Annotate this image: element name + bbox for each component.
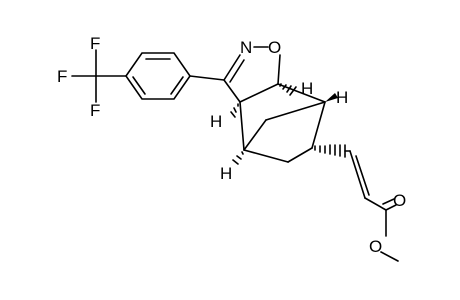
bond-vinyl-carbonyl — [364, 197, 387, 211]
hashed-bond-c3a-h — [230, 103, 239, 118]
benzene-inner-double-2 — [170, 76, 184, 95]
bond-carbonyl-double-a — [385, 204, 397, 211]
atom-label-f2: F — [57, 67, 67, 86]
benzene-hexagon — [125, 52, 191, 100]
bond-c4-c5 — [243, 149, 289, 163]
methyl-acrylate-chain: O O — [314, 144, 406, 262]
isoxazoline-ring: N O — [223, 38, 281, 103]
atom-label-o-ring: O — [268, 38, 281, 57]
bond-c3-n-double-b — [229, 59, 245, 83]
bond-c3-n-double-a — [223, 54, 241, 81]
atom-label-o-carbonyl: O — [393, 191, 406, 210]
bond-c6-c7 — [311, 101, 326, 149]
atom-label-f1: F — [90, 34, 100, 53]
bicyclic-cage — [239, 83, 326, 163]
bond-o-c7a — [277, 54, 281, 85]
atom-label-f3: F — [90, 101, 100, 120]
bond-oester-methyl — [380, 251, 399, 262]
bond-aryl-c3 — [189, 75, 225, 81]
wedge-bond-c7-h — [325, 93, 338, 102]
benzene-ring — [125, 52, 191, 100]
bond-vinyl-double-a — [349, 150, 366, 199]
bond-c4-c8 — [243, 119, 267, 151]
stereo-hydrogens: H H H H — [210, 79, 348, 183]
bond-vinyl-double-b — [355, 155, 370, 196]
trifluoromethyl-group: F F F — [57, 34, 127, 120]
bond-c3-c3a — [223, 79, 241, 103]
hashed-bond-c4-h — [232, 151, 244, 165]
atom-label-o-ester: O — [369, 237, 382, 256]
atom-label-h-c7: H — [336, 88, 348, 107]
atom-label-n: N — [240, 38, 252, 57]
bond-c3a-c7a — [239, 83, 279, 103]
hashed-bond-c7a-h — [279, 83, 297, 96]
bond-carbonyl-double-b — [382, 198, 395, 205]
bond-c7a-c7 — [277, 83, 326, 103]
atom-label-h-c3a: H — [210, 112, 222, 131]
bond-c8-c7 — [265, 101, 326, 121]
bond-c3a-c4 — [239, 101, 245, 151]
bond-c5-c6 — [287, 147, 313, 163]
benzene-inner-double-3 — [132, 76, 146, 95]
hashed-bond-c6-vinyl — [314, 144, 346, 158]
atom-label-h-c4: H — [220, 164, 232, 183]
atom-label-h-c7a: H — [301, 79, 313, 98]
